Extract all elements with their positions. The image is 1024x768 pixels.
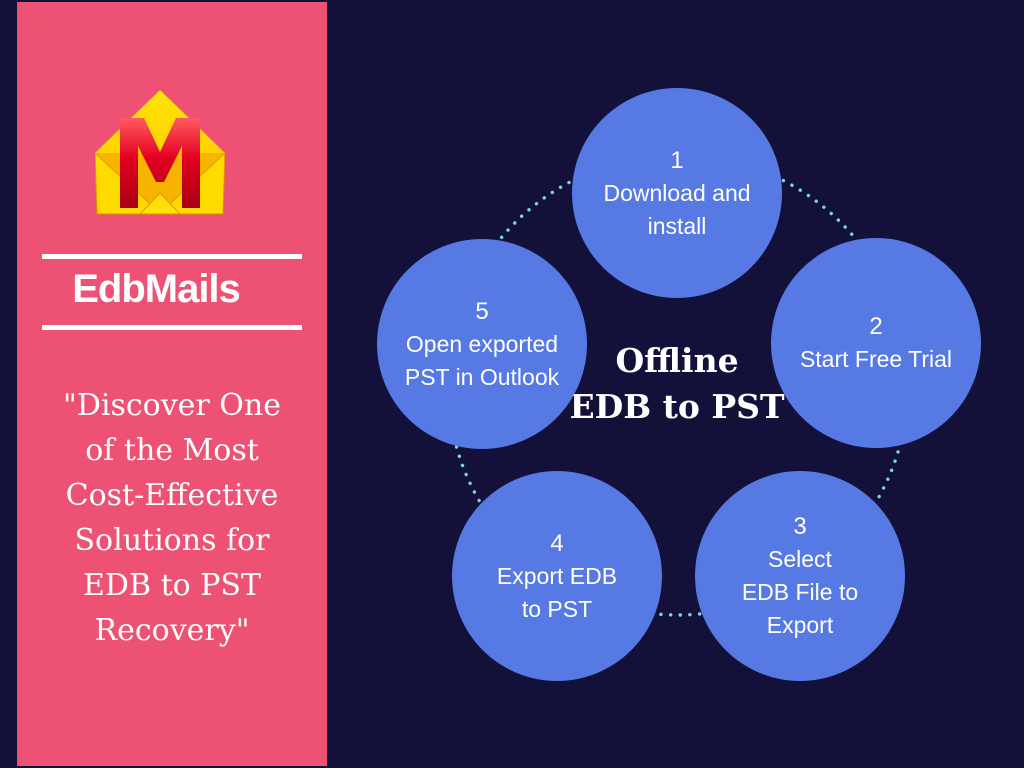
step-5-label: Open exported PST in Outlook xyxy=(404,330,560,390)
brand-name: EdbMails xyxy=(72,267,241,311)
divider-line-top xyxy=(42,254,302,259)
envelope-inner-triangle xyxy=(138,192,182,215)
step-5-circle: 5 Open exported PST in Outlook xyxy=(377,239,587,449)
step-3-number: 3 xyxy=(793,513,807,540)
letter-m xyxy=(120,118,200,208)
step-3-circle: 3 Select EDB File to Export xyxy=(695,471,905,681)
diagram-title: Offline EDB to PST xyxy=(569,341,785,426)
step-5-number: 5 xyxy=(475,297,489,325)
step-1-number: 1 xyxy=(670,146,684,174)
step-4-circle: 4 Export EDB to PST xyxy=(452,471,662,681)
step-1-circle: 1 Download and install xyxy=(572,88,782,298)
step-2-circle: 2 Start Free Trial xyxy=(771,238,981,448)
step-3-label: Select EDB File to Export xyxy=(741,546,859,638)
step-4-label: Export EDB to PST xyxy=(496,562,618,622)
step-2-label: Start Free Trial xyxy=(799,346,953,372)
step-1-label: Download and install xyxy=(603,179,751,239)
envelope-m-icon xyxy=(94,90,226,215)
step-2-number: 2 xyxy=(869,313,883,340)
edbmails-logo xyxy=(94,89,226,215)
tagline-quote: "Discover One of the Most Cost-Effective… xyxy=(63,388,281,648)
step-4-number: 4 xyxy=(550,529,564,557)
divider-line-bottom xyxy=(42,325,302,330)
brand-sidebar: EdbMails "Discover One of the Most Cost-… xyxy=(17,2,327,766)
